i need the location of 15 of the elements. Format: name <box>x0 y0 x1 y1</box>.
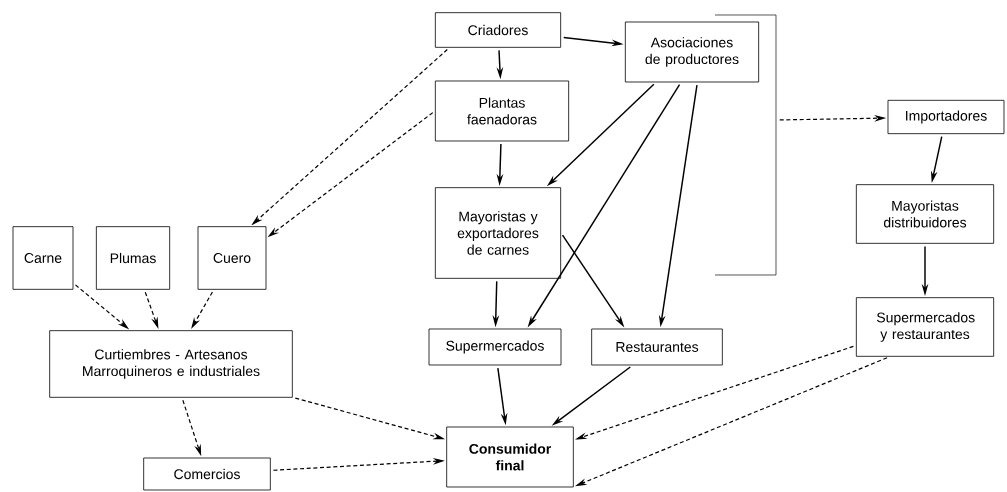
box-node: Restaurantes <box>591 328 723 366</box>
box-node: Mayoristas distribuidores <box>855 184 995 244</box>
box-node: Supermercados <box>428 328 562 366</box>
box-node: Cuero <box>197 226 267 290</box>
box-node: Importadores <box>887 99 1005 135</box>
box-node: Curtiembres - Artesanos Marroquineros e industriales <box>49 330 293 398</box>
box-node: Criadores <box>434 12 562 48</box>
box-node: Carne <box>12 226 74 290</box>
box-node: Plumas <box>95 226 171 290</box>
box-node: Comercios <box>143 457 271 491</box>
box-node: Plantas faenadoras <box>434 80 570 142</box>
box-node: Supermercados y restaurantes <box>855 297 995 357</box>
box-node: Asociaciones de productores <box>624 21 760 83</box>
box-node: Mayoristas y exportadores de carnes <box>434 187 562 279</box>
box-node: Consumidor final <box>446 426 574 488</box>
